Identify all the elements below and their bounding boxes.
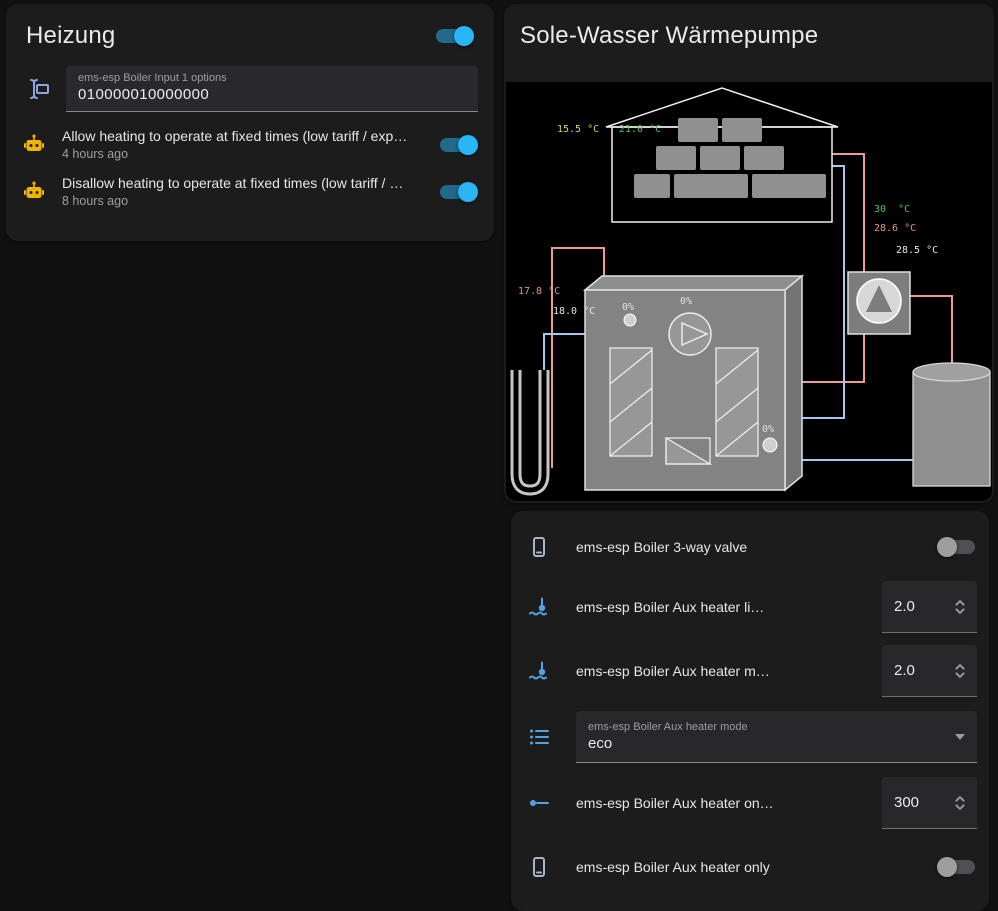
boiler-input-options-field[interactable]: ems-esp Boiler Input 1 options 010000010… <box>66 66 478 112</box>
automation-label: Allow heating to operate at fixed times … <box>62 128 408 144</box>
unfold-more-icon[interactable] <box>949 596 971 618</box>
aux-heater-only-toggle[interactable] <box>937 857 977 877</box>
toggle-thumb <box>454 26 474 46</box>
pipe-network <box>543 153 953 468</box>
heizung-card-title: Heizung <box>26 22 116 49</box>
thermometer-waves-icon <box>527 595 576 619</box>
automation-toggle-allow[interactable] <box>438 134 478 155</box>
temp-return: 28.5 °C <box>896 245 938 256</box>
robot-icon <box>22 180 62 204</box>
heat-pump-card-header: Sole-Wasser Wärmepumpe <box>504 4 994 60</box>
heat-exchangers <box>609 347 759 457</box>
select-label: ems-esp Boiler Aux heater mode <box>588 721 748 733</box>
aux-heater-mode-select[interactable]: ems-esp Boiler Aux heater mode eco <box>576 711 977 763</box>
entity-row-aux-heater-on[interactable]: ems-esp Boiler Aux heater on… 300 <box>511 771 989 835</box>
form-textbox-icon <box>18 77 66 101</box>
expansion-valve <box>665 436 713 465</box>
entity-row-aux-heater-li[interactable]: ems-esp Boiler Aux heater li… 2.0 <box>511 575 989 639</box>
thermometer-waves-icon <box>527 659 576 683</box>
robot-icon <box>22 133 62 157</box>
boiler-entities-card: ems-esp Boiler 3-way valve ems-esp Boile… <box>511 511 989 911</box>
entity-row-3way-valve[interactable]: ems-esp Boiler 3-way valve <box>511 519 989 575</box>
heater-device-icon <box>527 855 576 879</box>
house-bricks <box>634 118 826 198</box>
entity-row-aux-heater-only[interactable]: ems-esp Boiler Aux heater only <box>511 835 989 899</box>
textfield-label: ems-esp Boiler Input 1 options <box>78 72 227 84</box>
entity-row-aux-heater-mode[interactable]: ems-esp Boiler Aux heater mode eco <box>511 703 989 771</box>
compressor <box>668 312 712 356</box>
unfold-more-icon[interactable] <box>949 792 971 814</box>
sensor-dot <box>762 437 778 453</box>
dropdown-caret-icon <box>955 733 965 740</box>
automation-toggle-disallow[interactable] <box>438 181 478 202</box>
number-value: 2.0 <box>894 662 915 679</box>
heat-pump-card: Sole-Wasser Wärmepumpe <box>504 4 994 503</box>
valve-device-icon <box>527 535 576 559</box>
heat-pump-card-title: Sole-Wasser Wärmepumpe <box>520 22 819 49</box>
temp-flow: 28.6 °C <box>874 223 916 234</box>
ground-loop-utube <box>510 370 550 496</box>
automation-last-triggered: 4 hours ago <box>62 147 129 161</box>
sensor-dot <box>623 313 637 327</box>
toggle-thumb <box>937 857 957 877</box>
entity-label: ems-esp Boiler Aux heater li… <box>576 599 765 615</box>
aux-heater-li-number-input[interactable]: 2.0 <box>882 581 977 633</box>
heizung-card-header: Heizung <box>6 4 494 60</box>
toggle-thumb <box>458 134 478 155</box>
entity-label: ems-esp Boiler Aux heater only <box>576 859 770 875</box>
temp-brine-in: 17.8 °C <box>518 286 560 297</box>
automation-row-disallow-heating[interactable]: Disallow heating to operate at fixed tim… <box>6 169 494 214</box>
toggle-thumb <box>458 181 478 202</box>
percent-pump: 0% <box>622 302 634 313</box>
textfield-value: 010000010000000 <box>78 86 210 103</box>
aux-heater-m-number-input[interactable]: 2.0 <box>882 645 977 697</box>
number-value: 2.0 <box>894 598 915 615</box>
entity-row-aux-heater-m[interactable]: ems-esp Boiler Aux heater m… 2.0 <box>511 639 989 703</box>
temp-outdoor: 15.5 °C <box>557 124 599 135</box>
temp-brine-out: 18.0 °C <box>553 306 595 317</box>
circulation-pump <box>847 271 911 335</box>
unfold-more-icon[interactable] <box>949 660 971 682</box>
select-value: eco <box>588 735 613 752</box>
entity-label: ems-esp Boiler Aux heater m… <box>576 663 770 679</box>
temp-flow-target: 30 °C <box>874 204 910 215</box>
toggle-thumb <box>937 537 957 557</box>
aux-heater-on-number-input[interactable]: 300 <box>882 777 977 829</box>
number-value: 300 <box>894 794 920 811</box>
list-icon <box>527 725 576 749</box>
automation-row-allow-heating[interactable]: Allow heating to operate at fixed times … <box>6 122 494 167</box>
three-way-valve-toggle[interactable] <box>937 537 977 557</box>
ray-start-icon <box>527 791 576 815</box>
buffer-tank <box>912 362 991 487</box>
percent-valve: 0% <box>762 424 774 435</box>
temp-indoor: 21.0 °C <box>619 124 661 135</box>
automation-label: Disallow heating to operate at fixed tim… <box>62 175 404 191</box>
entity-label: ems-esp Boiler Aux heater on… <box>576 795 774 811</box>
boiler-input-options-row: ems-esp Boiler Input 1 options 010000010… <box>6 60 494 118</box>
percent-compressor: 0% <box>680 296 692 307</box>
entity-label: ems-esp Boiler 3-way valve <box>576 539 748 555</box>
heat-pump-diagram: 15.5 °C 21.0 °C 30 °C 28.6 °C 28.5 °C 17… <box>506 82 992 501</box>
heizung-master-toggle[interactable] <box>434 26 474 46</box>
automation-last-triggered: 8 hours ago <box>62 194 129 208</box>
heizung-card: Heizung ems-esp Boiler Input 1 options 0… <box>6 4 494 241</box>
